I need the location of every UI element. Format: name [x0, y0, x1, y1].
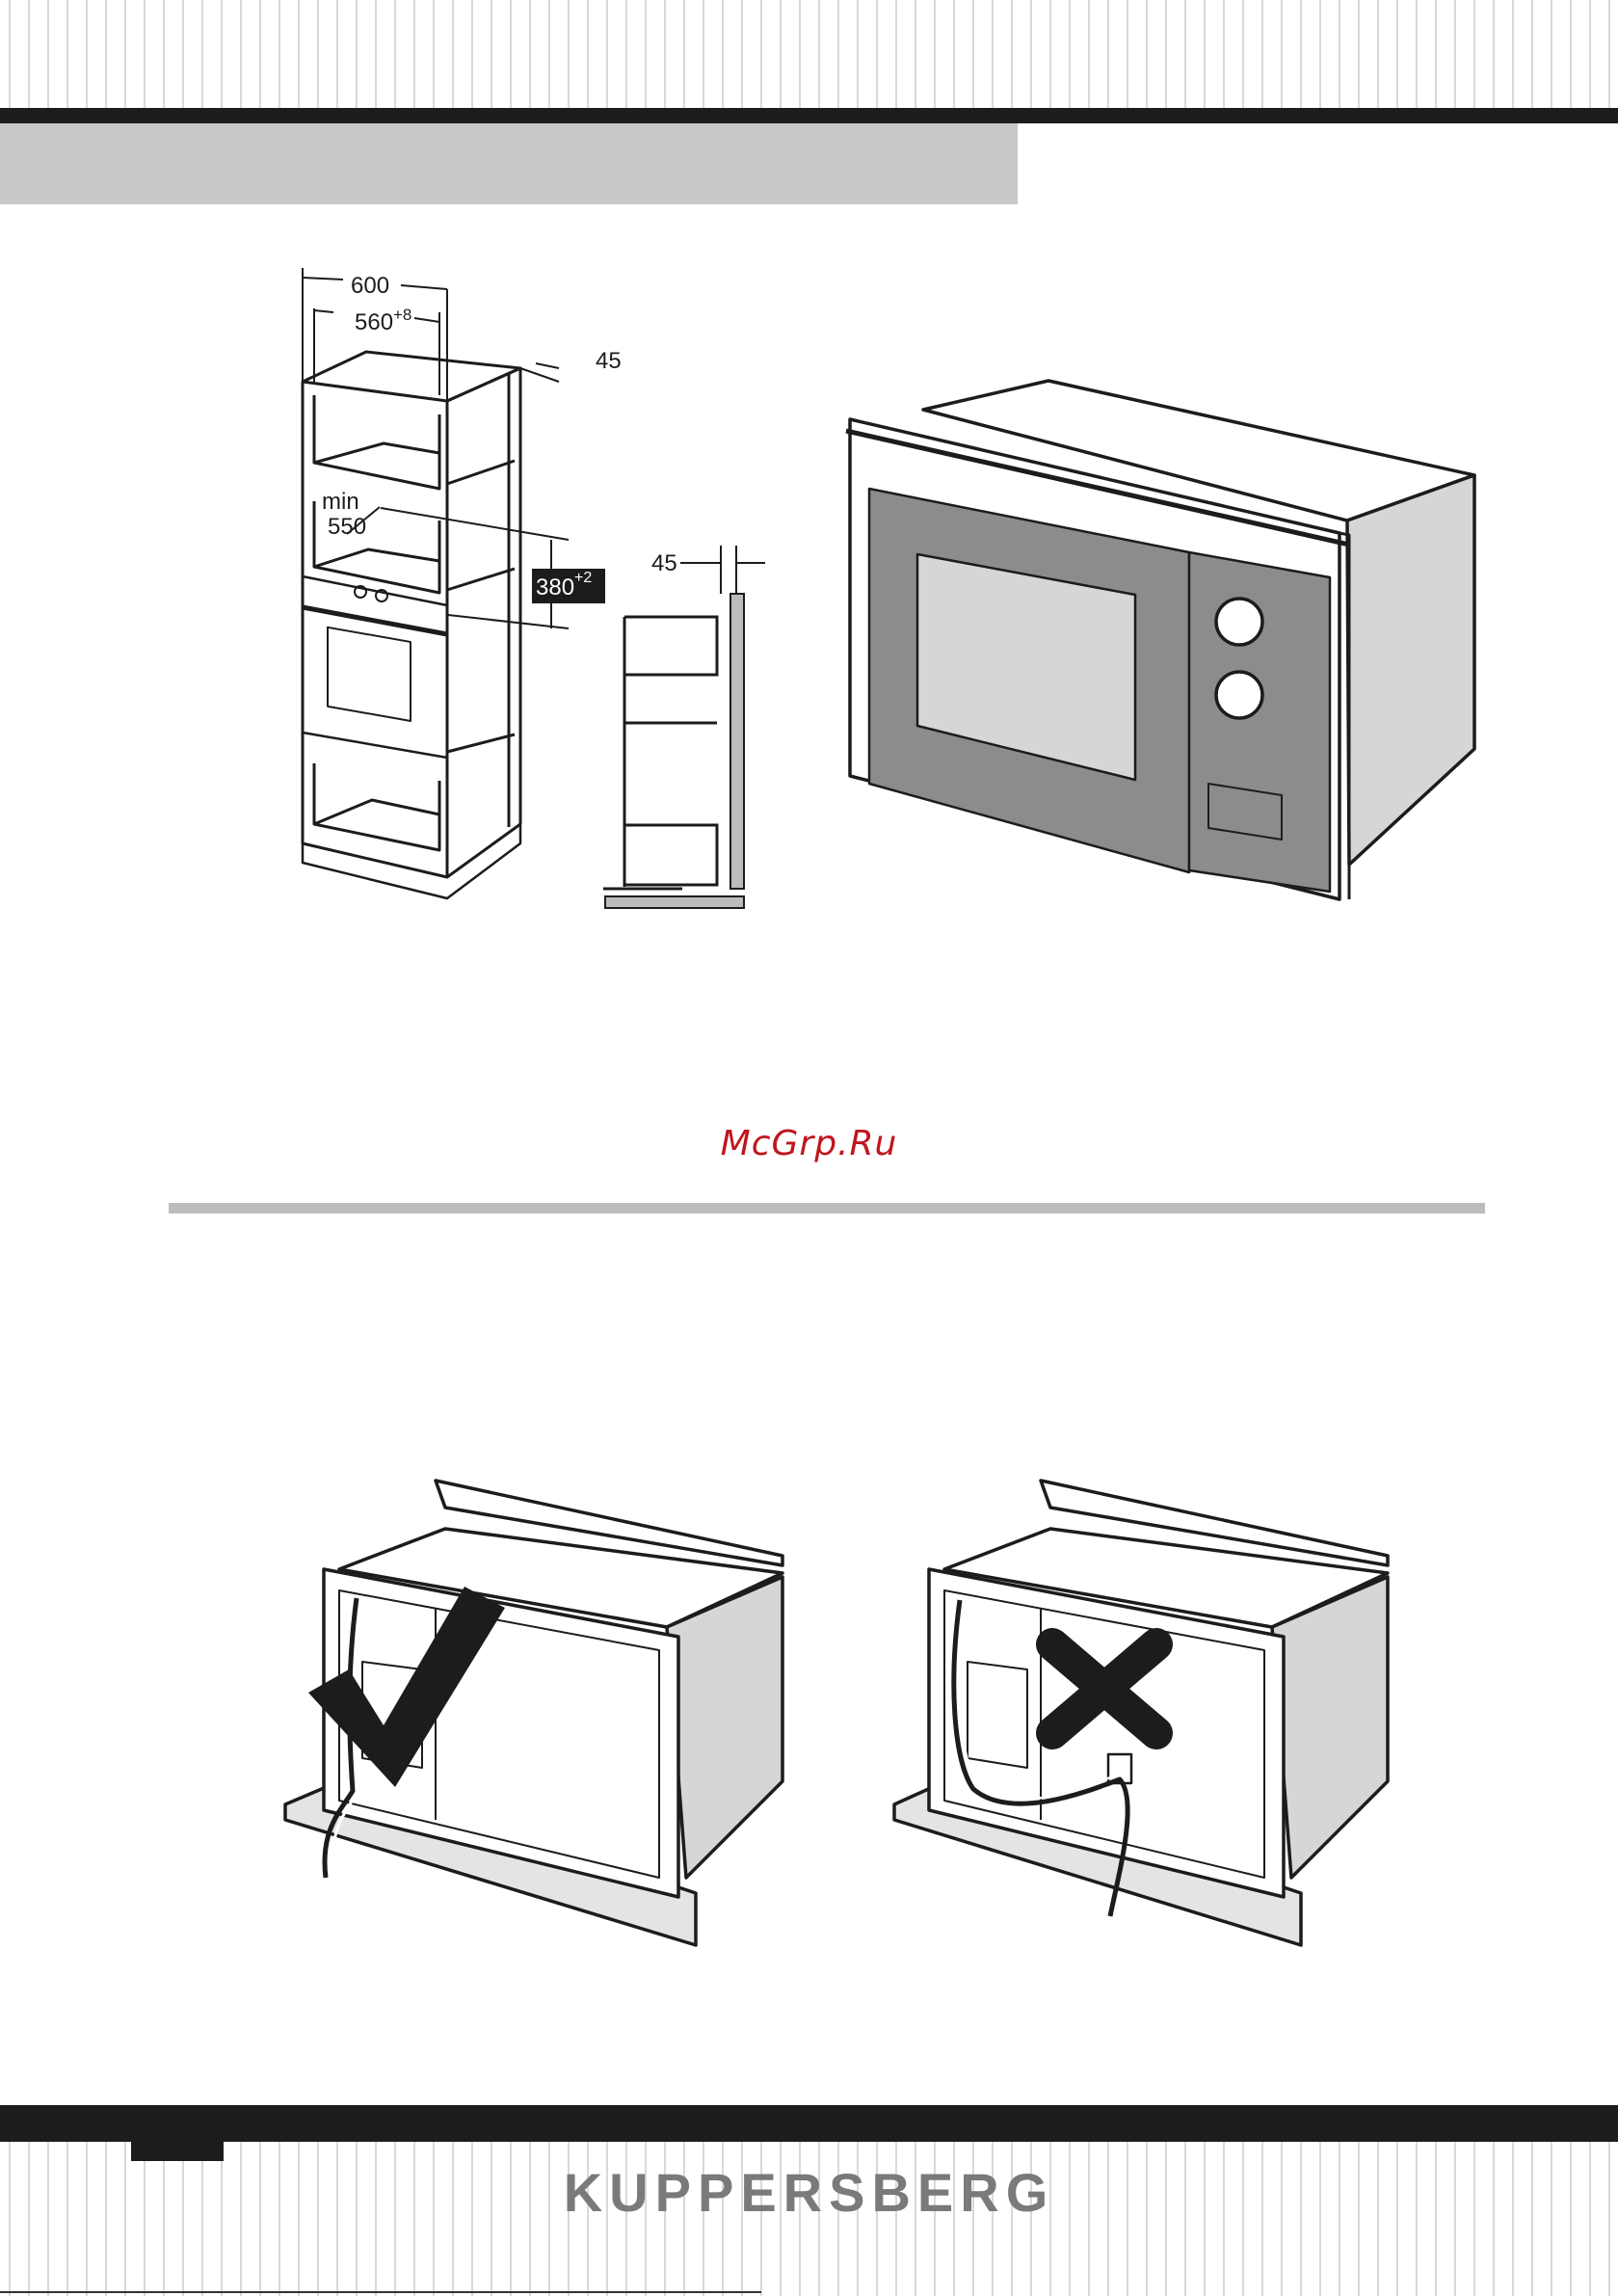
section-title-band	[0, 123, 1018, 204]
top-black-bar	[0, 108, 1618, 123]
side-gap-label: 45	[651, 550, 677, 576]
dim-height-tolerance: +2	[574, 570, 592, 586]
incorrect-cable-routing-icon	[887, 1473, 1407, 1955]
page-tab	[131, 2142, 224, 2161]
dim-width-outer: 600	[351, 273, 389, 299]
cabinet-dimensions-diagram: 600 560 +8 45 min 550 380 +2	[279, 260, 646, 925]
top-stripe-pattern	[0, 0, 1618, 108]
dim-min-label: min	[322, 489, 359, 515]
dim-height: 380	[536, 574, 574, 601]
dim-min-value: 550	[328, 514, 366, 540]
bottom-rule	[0, 2291, 761, 2293]
watermark-text: McGrp.Ru	[0, 1124, 1618, 1163]
correct-cable-routing-icon	[281, 1473, 802, 1955]
side-section-diagram: 45	[596, 540, 769, 925]
bottom-black-bar	[0, 2105, 1618, 2142]
brand-logo: KUPPERSBERG	[0, 2161, 1618, 2224]
dim-depth-gap: 45	[596, 348, 622, 374]
dim-width-inner: 560	[355, 309, 393, 335]
dim-width-inner-tolerance: +8	[393, 306, 411, 324]
built-in-microwave-icon	[838, 371, 1484, 911]
section-divider	[169, 1203, 1485, 1214]
